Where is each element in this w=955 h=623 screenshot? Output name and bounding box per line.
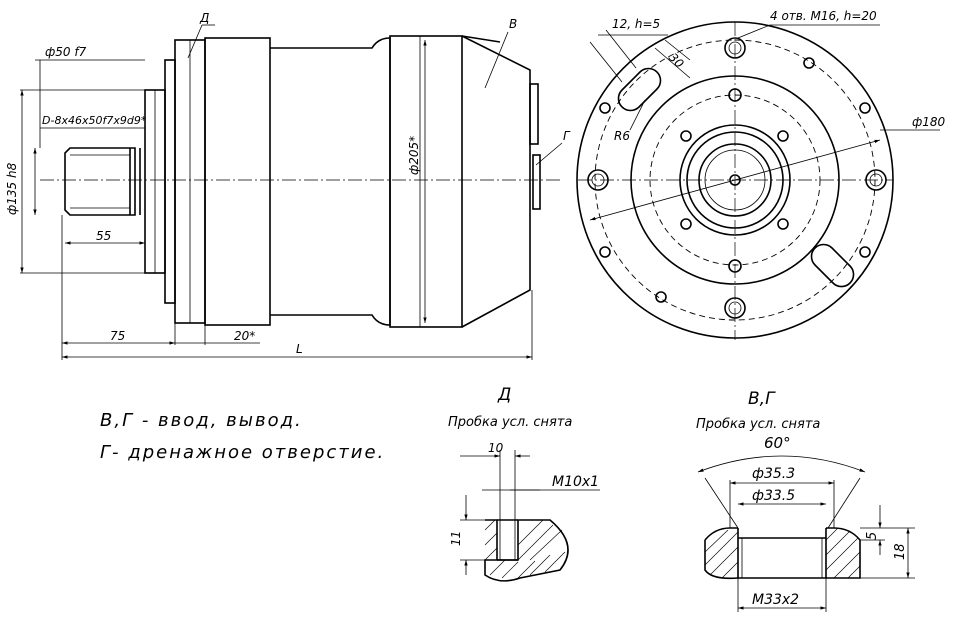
detail-vg-angle: 60° xyxy=(764,434,791,452)
dim-slot: 12, h=5 xyxy=(612,17,660,31)
dim-dia-205: ф205* xyxy=(407,136,421,175)
notes: В,Г - ввод, вывод. Г- дренажное отверсти… xyxy=(100,410,385,463)
detail-d-thread: М10х1 xyxy=(552,474,599,490)
dim-dia-50: ф50 f7 xyxy=(45,45,87,59)
detail-vg-depth-5: 5 xyxy=(865,532,880,540)
dim-len-20: 20* xyxy=(234,329,255,343)
detail-d-depth: 11 xyxy=(449,531,463,546)
dim-spline: D-8x46x50f7x9d9* xyxy=(42,114,147,127)
detail-vg-caption: Пробка усл. снята xyxy=(696,417,820,432)
detail-d: Д Пробка усл. снята xyxy=(448,385,600,582)
dim-len-55: 55 xyxy=(96,229,111,243)
note-line-1: В,Г - ввод, вывод. xyxy=(100,410,303,431)
detail-vg-depth-18: 18 xyxy=(893,543,908,560)
detail-vg-hatching xyxy=(704,527,861,579)
dim-radius: R6 xyxy=(614,129,630,143)
detail-vg-title: В,Г xyxy=(748,389,776,409)
dim-holes: 4 отв. М16, h=20 xyxy=(770,9,877,23)
detail-vg-dia-inner: ф33.5 xyxy=(752,488,795,504)
dim-len-75: 75 xyxy=(110,329,125,343)
dim-len-l: L xyxy=(296,342,303,356)
detail-d-caption: Пробка усл. снята xyxy=(448,415,572,430)
small-holes xyxy=(599,57,871,303)
detail-vg-dia-outer: ф35.3 xyxy=(752,466,795,482)
detail-d-title: Д xyxy=(497,385,511,405)
detail-d-hatching xyxy=(484,519,566,579)
dim-slot-depth: 30 xyxy=(666,50,687,71)
detail-vg: В,Г Пробка усл. снята 60° ф35.3 ф33.5 xyxy=(696,389,915,612)
leader-label-v: В xyxy=(509,17,517,31)
side-view: Д В Г ф50 f7 D-8x46x50f7x9d9* ф135 h8 ф2… xyxy=(5,11,571,360)
leader-label-d: Д xyxy=(199,11,209,25)
note-line-2: Г- дренажное отверстие. xyxy=(100,442,385,463)
leader-label-g: Г xyxy=(563,129,571,143)
dim-dia-135: ф135 h8 xyxy=(5,162,19,215)
detail-vg-thread: М33х2 xyxy=(752,592,799,608)
dim-dia-180: ф180 xyxy=(912,115,946,129)
front-view: 12, h=5 30 4 отв. М16, h=20 R6 ф180 xyxy=(576,9,946,340)
detail-d-width: 10 xyxy=(488,441,504,455)
